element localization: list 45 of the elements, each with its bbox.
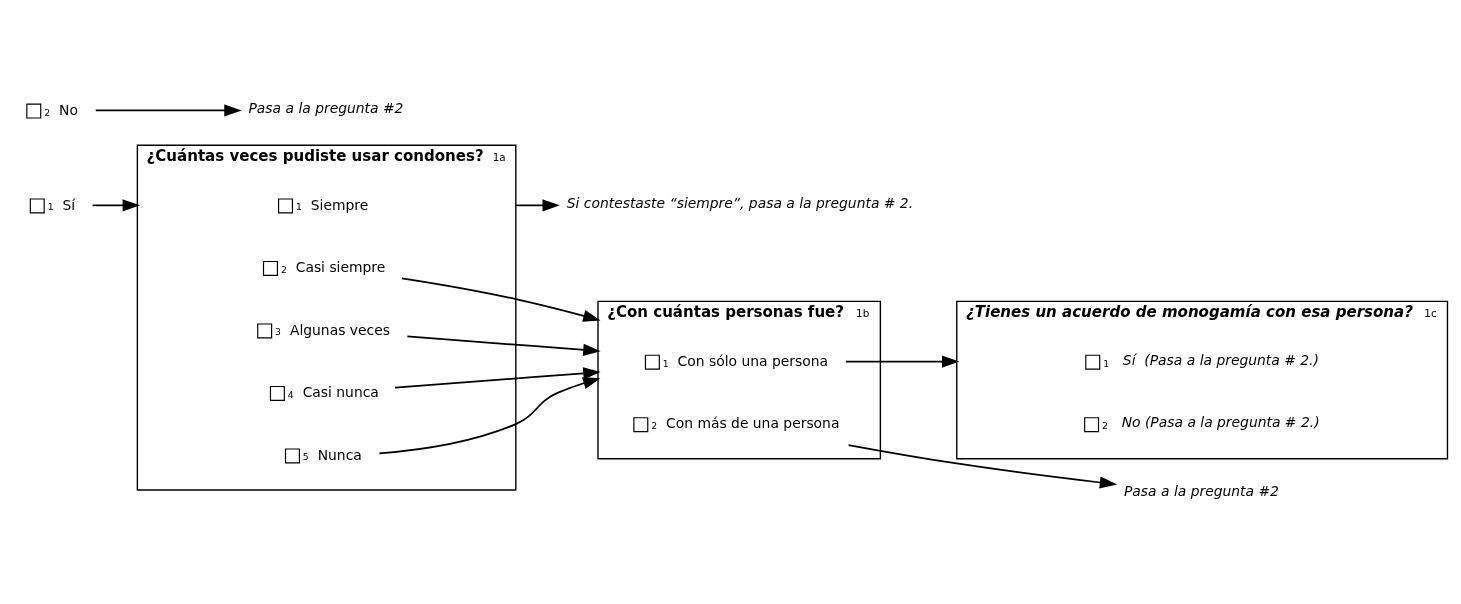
node-text: Si contestaste “siempre”, pasa a la pregunta # 2. [566,194,914,211]
node-box [644,354,660,370]
node-box [29,198,45,214]
node-box [278,198,294,214]
node-box [633,417,649,433]
node-label: 1 [662,357,669,369]
arrow [394,367,601,389]
node-label: Casi siempre [295,259,386,276]
arrow [847,444,1118,489]
node-label: 1 [47,201,54,213]
node-box [284,448,300,464]
node-box [262,260,278,276]
node-label: Algunas veces [289,321,390,338]
node-box [1084,417,1100,433]
node-box [1085,354,1101,370]
node-box [26,103,42,119]
node-box [269,385,285,401]
node-label: Nunca [317,446,362,463]
node-label: 2 [1102,420,1108,432]
node-box [257,323,273,339]
arrow [514,199,560,212]
node-label: 2 [44,106,51,118]
node-label: Con sólo una persona [677,352,829,369]
node-label: Sí (Pasa a la pregunta # 2.) [1122,351,1319,368]
arrow [91,199,140,212]
node-label: 5 [302,451,309,463]
node-label: 2 [651,420,658,432]
node-text: Pasa a la pregunta #2 [1123,482,1279,499]
arrow [845,355,960,368]
node-label: Casi nunca [302,384,379,401]
arrow [378,377,601,455]
node-label: 4 [287,388,294,400]
arrow [94,104,242,117]
node-label: No [59,101,78,118]
node-label: 2 [280,263,287,275]
node-label: No (Pasa a la pregunta # 2.) [1121,414,1320,431]
node-label: 1 [1103,357,1110,369]
node-label: Siempre [310,196,369,213]
node-label: 1 [295,201,302,213]
node-label: 3 [275,326,281,338]
arrow [406,335,601,356]
node-label: Con más de una persona [666,415,840,432]
arrow [401,277,601,322]
node-label: Sí [62,196,76,213]
node-text: Pasa a la pregunta #2 [248,99,404,116]
